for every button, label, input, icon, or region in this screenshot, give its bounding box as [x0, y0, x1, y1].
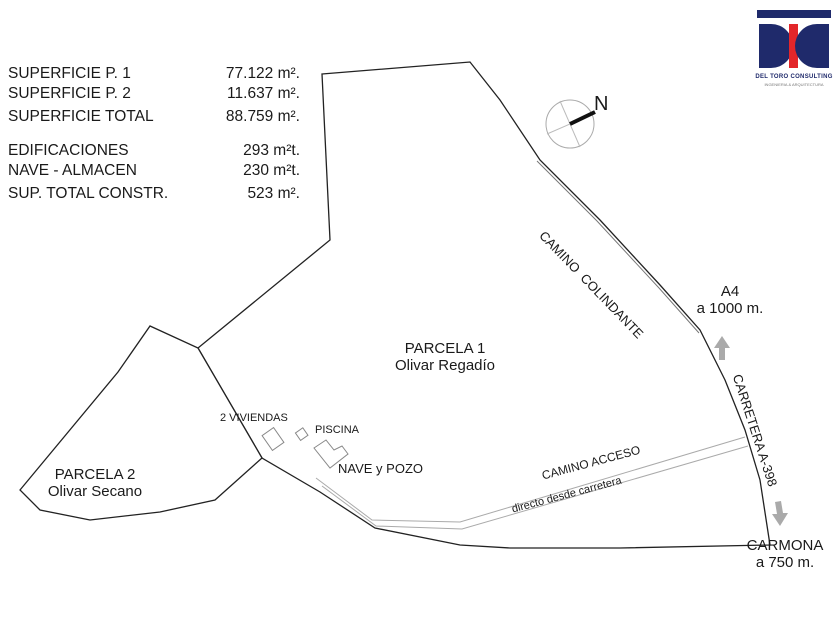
destination-a4: A4 a 1000 m. [680, 283, 780, 317]
destination-carmona: CARMONA a 750 m. [735, 537, 835, 571]
stat-value: 523 m². [247, 185, 300, 202]
stat-label: EDIFICACIONES [8, 142, 129, 159]
destination-name: CARMONA [746, 537, 824, 554]
stat-row: EDIFICACIONES 293 m²t. [8, 141, 300, 161]
stat-value: 77.122 m². [225, 65, 300, 82]
stat-value: 11.637 m². [227, 85, 300, 102]
stat-row: SUPERFICIE P. 2 11.637 m². [8, 84, 300, 104]
parcel-1-use: Olivar Regadío [394, 357, 496, 374]
parcel-2-use: Olivar Secano [47, 483, 143, 500]
parcel-1-name: PARCELA 1 [404, 340, 486, 357]
north-compass-icon [545, 99, 596, 149]
destination-distance: a 1000 m. [696, 300, 764, 317]
nave-building [313, 439, 349, 469]
arrow-down-icon [772, 501, 788, 526]
access-road-edge [315, 436, 746, 523]
buildings [261, 426, 349, 469]
piscina-label: PISCINA [315, 424, 360, 436]
stat-value: 88.759 m². [225, 108, 300, 125]
camino-colindante-line [536, 160, 700, 334]
stat-label: SUP. TOTAL CONSTR. [8, 185, 169, 202]
viviendas-building [261, 426, 285, 452]
surface-table: SUPERFICIE P. 1 77.122 m². SUPERFICIE P. … [8, 64, 300, 204]
stat-label: SUPERFICIE TOTAL [8, 108, 154, 125]
stat-value: 230 m²t. [243, 162, 300, 179]
parcel-1-label: PARCELA 1 Olivar Regadío [380, 340, 510, 374]
access-road-edge [321, 445, 749, 530]
stat-row: SUPERFICIE TOTAL 88.759 m². [8, 107, 300, 127]
parcel-2-label: PARCELA 2 Olivar Secano [30, 466, 160, 500]
stat-value: 293 m²t. [243, 142, 300, 159]
stat-label: SUPERFICIE P. 1 [8, 65, 131, 82]
company-logo: DEL TORO CONSULTING INGENIERIA & ARQUITE… [755, 10, 833, 90]
north-label: N [594, 93, 609, 115]
stat-row: SUP. TOTAL CONSTR. 523 m². [8, 184, 300, 204]
stat-row: SUPERFICIE P. 1 77.122 m². [8, 64, 300, 84]
stat-label: SUPERFICIE P. 2 [8, 85, 131, 102]
nave-label: NAVE y POZO [338, 461, 423, 476]
parcel-2-outline [19, 325, 263, 521]
parcel-1-outline [197, 61, 771, 549]
destination-name: A4 [720, 283, 740, 300]
piscina [294, 427, 309, 442]
logo-name: DEL TORO CONSULTING [755, 74, 833, 80]
arrow-up-icon [714, 336, 730, 360]
stat-label: NAVE - ALMACEN [8, 162, 137, 179]
destination-distance: a 750 m. [755, 554, 815, 571]
viviendas-label: 2 VIVIENDAS [220, 412, 288, 424]
logo-subtitle: INGENIERIA & ARQUITECTURA [764, 82, 824, 87]
parcel-2-name: PARCELA 2 [54, 466, 136, 483]
stat-row: NAVE - ALMACEN 230 m²t. [8, 161, 300, 181]
